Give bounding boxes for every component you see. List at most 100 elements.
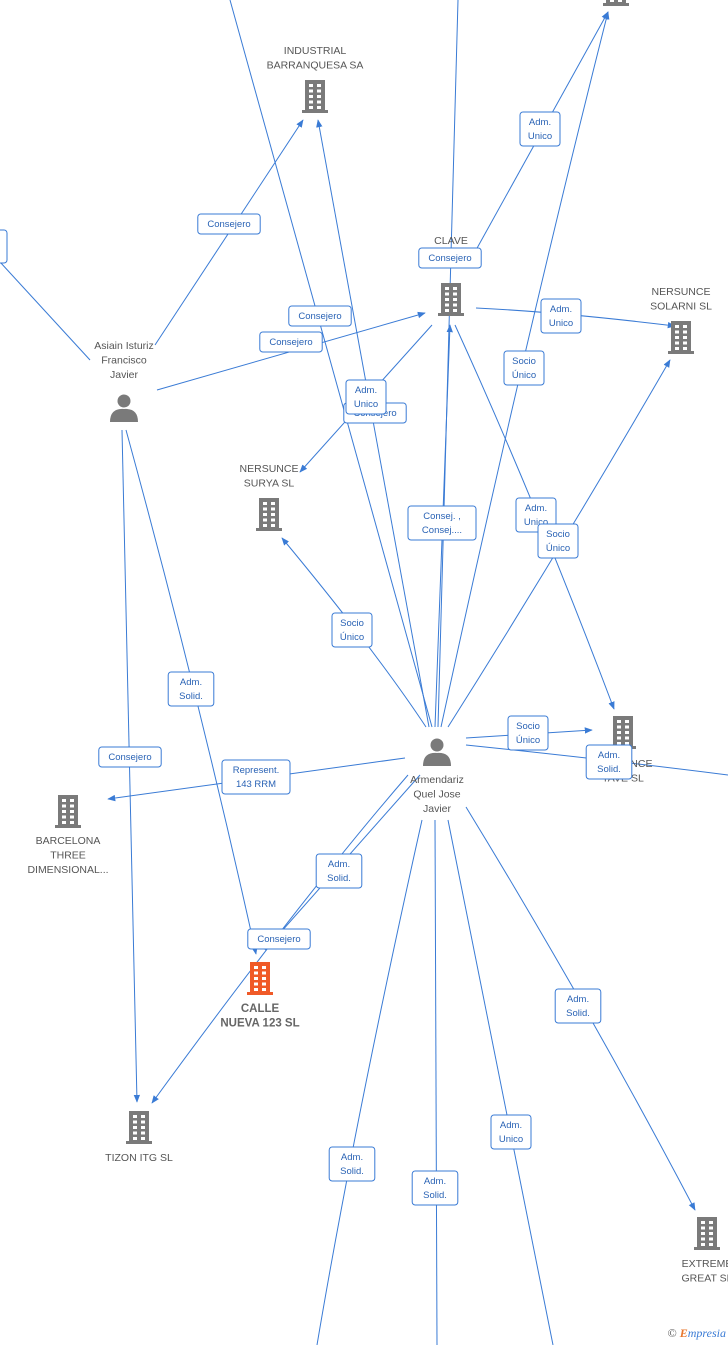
node-nersunce-surya[interactable]: NERSUNCE SURYA SL: [240, 463, 299, 531]
edge-label-text: Unico: [499, 1134, 523, 1145]
edge-label: Adm. Solid.: [585, 744, 633, 780]
node-label-line: Asiain Isturiz: [94, 340, 154, 352]
relation-edge: [229, 0, 433, 728]
relation-edge: [0, 261, 91, 361]
edge-label-text: Socio: [512, 356, 536, 367]
building-icon: [610, 716, 636, 749]
node-label-line: Javier: [423, 803, 452, 815]
node-calle[interactable]: CALLE NUEVA 123 SL: [220, 962, 300, 1030]
node-tizon[interactable]: TIZON ITG SL: [105, 1111, 173, 1164]
node-top-right[interactable]: [603, 0, 629, 6]
edge-label-text: Consejero: [298, 311, 341, 322]
edge-label-layer: Adm.UnicoConsejeroConsejeroAdm.UnicoCons…: [0, 111, 633, 1206]
edge-label-text: Socio: [516, 721, 540, 732]
building-icon: [694, 1217, 720, 1250]
edge-label: Consejero: [288, 305, 352, 327]
edge-label: Adm. Unico: [490, 1114, 532, 1150]
relation-edge: [316, 819, 423, 1345]
edge-label: Adm. Solid.: [328, 1146, 376, 1182]
node-label-line: NUEVA 123 SL: [220, 1018, 299, 1030]
copyright-symbol: ©: [667, 1326, 677, 1340]
edge-label-text: Solid.: [597, 764, 621, 775]
edge-label: Consej. ,Consej....: [407, 505, 477, 541]
edge-label: Adm.Unico: [540, 298, 582, 334]
edge-label-text: Único: [512, 370, 536, 381]
edge-label-text: Consejero: [108, 752, 151, 763]
edge-label-text: Consejero: [428, 253, 471, 264]
brand-rest: mpresia: [687, 1326, 726, 1340]
node-label-line: CALLE: [241, 1003, 280, 1015]
relation-edge: [437, 0, 459, 728]
node-label-line: TIZON ITG SL: [105, 1152, 173, 1164]
edge-label: Adm. Solid.: [315, 853, 363, 889]
person-icon: [110, 394, 138, 422]
edge-label-text: Unico: [354, 399, 378, 410]
node-barcelona[interactable]: BARCELONATHREEDIMENSIONAL...: [27, 795, 109, 876]
edge-label: Consejero: [418, 247, 482, 269]
relation-edge: [151, 774, 409, 1104]
edge-label-text: Adm.: [550, 304, 572, 315]
node-label-line: SURYA SL: [244, 478, 295, 490]
node-label-line: GREAT SL: [682, 1273, 728, 1285]
edge-label: Consejero: [247, 928, 311, 950]
building-icon: [256, 498, 282, 531]
edge-label-text: Consejero: [257, 934, 300, 945]
empresia-logo: © Empresia: [668, 1326, 726, 1341]
edge-label-text: Unico: [528, 131, 552, 142]
edge-label-text: Adm.: [424, 1176, 446, 1187]
edge-label: Adm. Unico: [519, 111, 561, 147]
edge-label-text: Único: [516, 735, 540, 746]
edge-label-text: Único: [340, 632, 364, 643]
edge-label: Represent. 143 RRM: [221, 759, 291, 795]
building-icon: [55, 795, 81, 828]
edge-label-text: Represent.: [233, 765, 279, 776]
edge-label-text: Adm.: [328, 859, 350, 870]
edge-label-text: Consej....: [422, 525, 462, 536]
edge-label: Adm.Solid.: [167, 671, 215, 707]
edge-label-text: 143 RRM: [236, 779, 276, 790]
edge-label: Consejero: [197, 213, 261, 235]
building-icon: [603, 0, 629, 6]
edge-label: Adm. Unico: [345, 379, 387, 415]
edge-label-text: Adm.: [567, 994, 589, 1005]
edge-label-text: Solid.: [179, 691, 203, 702]
edge-label-text: Adm.: [529, 117, 551, 128]
edge-label-text: Adm.: [355, 385, 377, 396]
edge-label-text: Adm.: [525, 503, 547, 514]
edge-label-text: Adm.: [500, 1120, 522, 1131]
edge-label-partial: [0, 229, 8, 264]
node-label-line: Armendariz: [410, 774, 464, 786]
building-icon: [247, 962, 273, 995]
edge-label-text: Solid.: [340, 1166, 364, 1177]
edge-label-text: Unico: [524, 517, 548, 528]
edge-label-text: Socio: [340, 618, 364, 629]
edge-label: Consejero: [98, 746, 162, 768]
relation-edge: [447, 819, 554, 1345]
node-label-line: Francisco: [101, 355, 147, 367]
edge-label-text: Consejero: [207, 219, 250, 230]
relation-edge: [434, 819, 438, 1345]
node-label-line: NERSUNCE: [240, 463, 299, 475]
edge-label-text: Socio: [546, 529, 570, 540]
edge-label: Adm.Solid.: [411, 1170, 459, 1206]
building-icon: [302, 80, 328, 113]
node-label-line: BARCELONA: [36, 835, 101, 847]
node-label-line: Javier: [110, 369, 139, 381]
node-label-line: DIMENSIONAL...: [27, 864, 108, 876]
node-label-line: INDUSTRIAL: [284, 45, 347, 57]
edge-label-text: Adm.: [341, 1152, 363, 1163]
node-label-line: Quel Jose: [413, 789, 460, 801]
edge-label-text: Solid.: [327, 873, 351, 884]
edge-label-text: Adm.: [598, 750, 620, 761]
